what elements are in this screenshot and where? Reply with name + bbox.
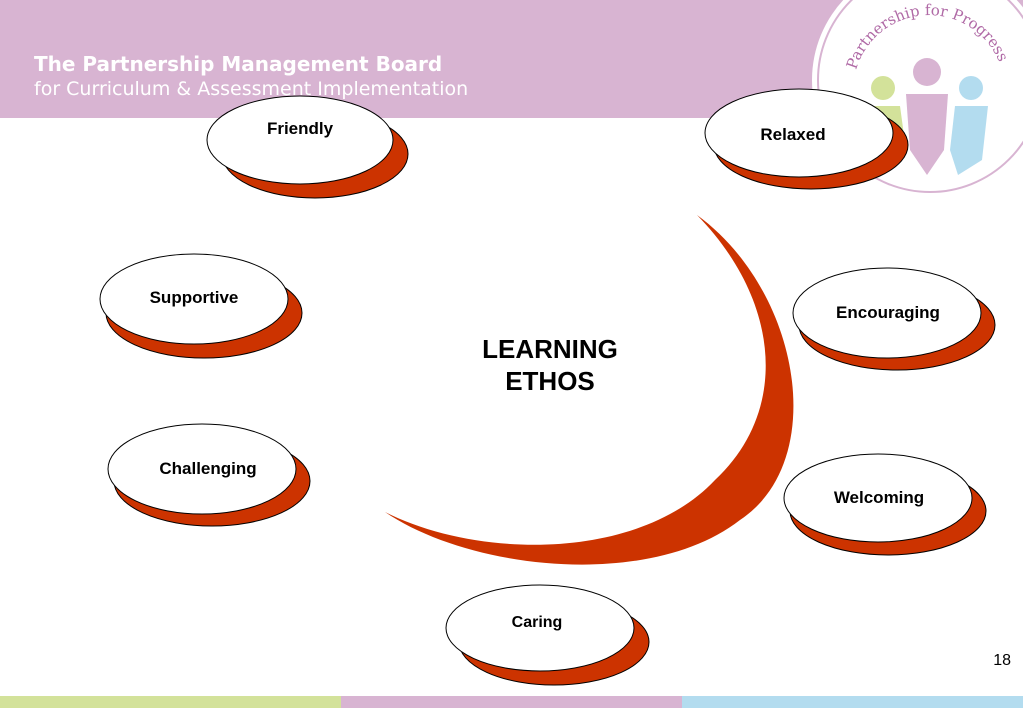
logo-figure-right: [959, 76, 983, 100]
center-label-line1: LEARNING: [482, 334, 618, 364]
quality-label: Encouraging: [836, 303, 940, 322]
quality-label: Relaxed: [760, 125, 826, 144]
logo-figure-center: [913, 58, 941, 86]
quality-label: Friendly: [266, 119, 334, 138]
quality-label: Supportive: [149, 288, 239, 307]
header-subtitle: for Curriculum & Assessment Implementati…: [34, 78, 469, 100]
footer-segment-blue: [682, 696, 1023, 708]
footer-color-bar: [0, 696, 1023, 708]
quality-label: Welcoming: [833, 488, 925, 507]
page-number: 18: [993, 652, 1011, 669]
header-title: The Partnership Management Board: [34, 52, 443, 76]
footer-segment-pink: [341, 696, 682, 708]
footer-segment-green: [0, 696, 341, 708]
logo-figure-left: [871, 76, 895, 100]
center-label-line2: ETHOS: [505, 366, 595, 396]
quality-label: Challenging: [159, 459, 257, 478]
center-label: LEARNING ETHOS: [450, 333, 650, 397]
quality-label: Caring: [511, 614, 563, 631]
